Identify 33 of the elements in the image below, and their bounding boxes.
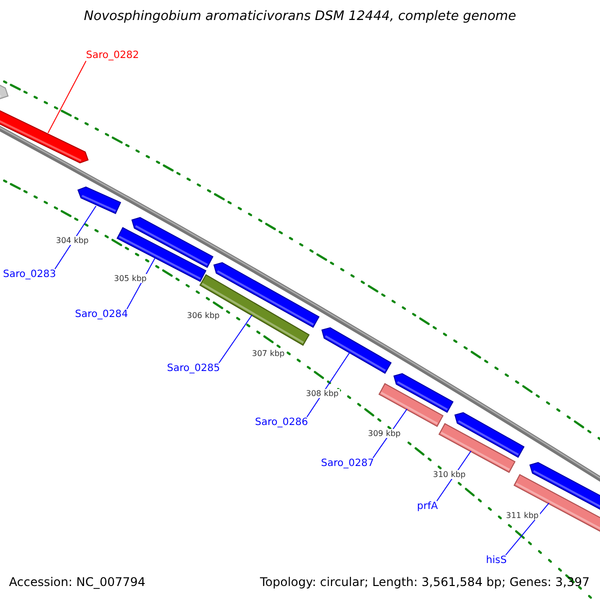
scale-label: 311 kbp — [505, 511, 540, 520]
gene-label: hisS — [486, 555, 507, 566]
gene-feature-block — [116, 227, 206, 282]
scale-label: 306 kbp — [186, 311, 221, 320]
gene-label: Saro_0287 — [321, 458, 374, 469]
gene-feature-block — [0, 108, 89, 164]
scale-label: 305 kbp — [113, 274, 148, 283]
scale-label: 309 kbp — [367, 429, 402, 438]
gene-feature-block — [131, 217, 214, 268]
gene-feature-block — [529, 462, 600, 511]
leader-line — [306, 352, 350, 418]
leader-line — [48, 60, 86, 134]
gene-label: Saro_0282 — [86, 50, 139, 61]
footer-text: Topology: circular; Length: 3,561,584 bp; Genes: 3,397 — [260, 575, 590, 589]
leader-line — [54, 206, 96, 270]
gene-feature-block — [454, 412, 525, 458]
gene-label: Saro_0286 — [255, 417, 308, 428]
gene-label: prfA — [417, 501, 438, 512]
leader-line — [505, 502, 550, 556]
gene-feature-block — [393, 373, 454, 413]
gene-feature-block — [378, 383, 444, 427]
scale-label: 310 kbp — [432, 470, 467, 479]
gene-label: Saro_0285 — [167, 363, 220, 374]
scale-label: 307 kbp — [251, 349, 286, 358]
gene-label: Saro_0283 — [3, 269, 56, 280]
gene-label: Saro_0284 — [75, 309, 128, 320]
footer-text: Accession: NC_007794 — [9, 575, 146, 589]
gene-feature-block — [321, 327, 392, 374]
scale-label: 308 kbp — [305, 389, 340, 398]
scale-label: 304 kbp — [55, 236, 90, 245]
gene-feature-block — [77, 186, 122, 214]
leader-line — [218, 314, 252, 364]
title: Novosphingobium aromaticivorans DSM 12444, complete genome — [82, 9, 518, 24]
